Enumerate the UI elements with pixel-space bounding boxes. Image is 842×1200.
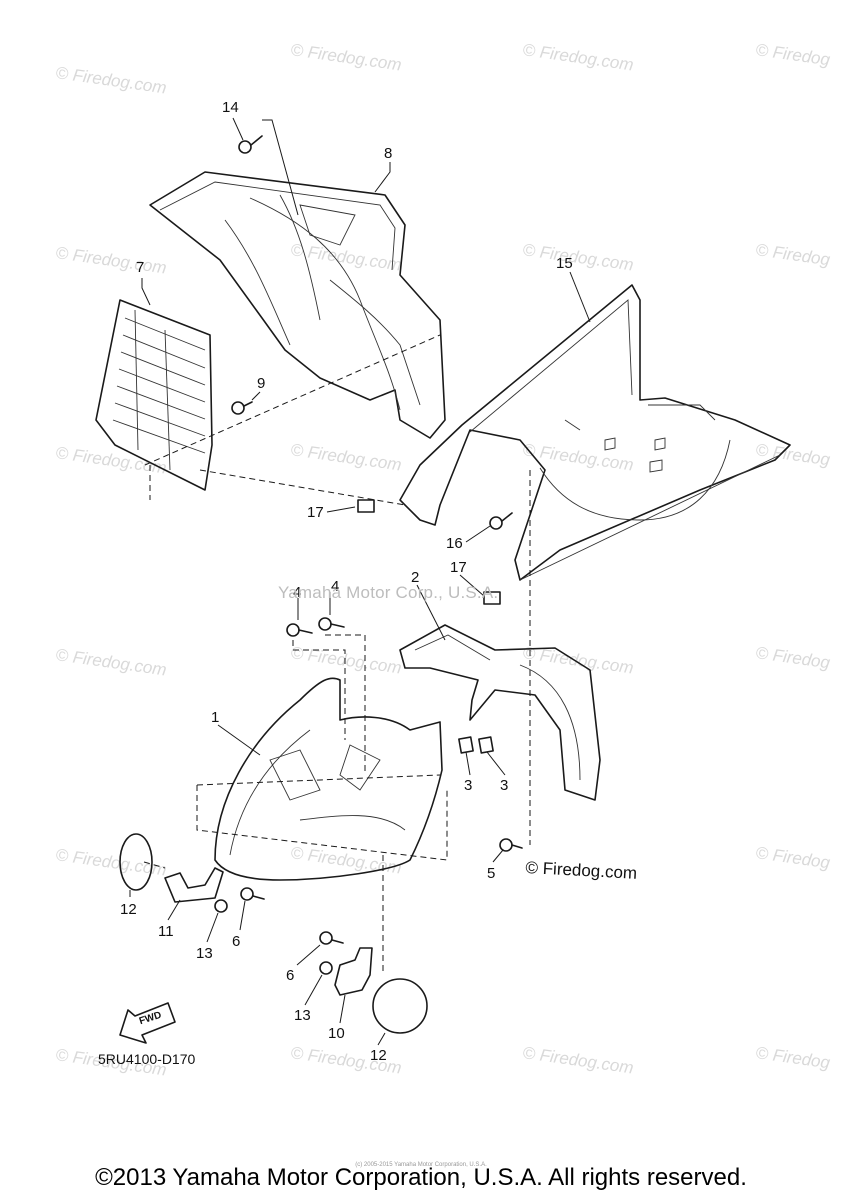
callout-7: 7 [136,259,144,276]
callout-6: 6 [286,967,294,984]
watermark: © Firedog [754,643,831,672]
callout-3: 3 [464,777,472,794]
watermark: © Firedog [754,843,831,872]
callout-17: 17 [450,559,467,576]
callout-6: 6 [232,933,240,950]
part-16-bolt [489,512,513,530]
callout-13: 13 [294,1007,311,1024]
callout-5: 5 [487,865,495,882]
fine-print: (c) 2005-2015 Yamaha Motor Corporation, … [355,1162,487,1168]
part-17-clips [357,499,501,605]
watermark: © Firedog [754,40,831,69]
part-13-nuts [214,899,333,975]
watermark: © Firedog.com [289,40,402,74]
callout-2: 2 [411,569,419,586]
callout-17: 17 [307,504,324,521]
watermark: © Firedog.com [289,643,402,677]
callout-11: 11 [158,923,174,940]
callout-3: 3 [500,777,508,794]
watermark: © Firedog.com [521,40,634,74]
callout-13: 13 [196,945,213,962]
watermark: © Firedog.com [54,63,167,97]
callout-1: 1 [211,709,219,726]
callout-4: 4 [331,578,339,595]
part-1-front-fender [214,677,443,881]
watermark: © Firedog [754,1043,831,1072]
assembly-lines [143,334,531,975]
diagram-code: 5RU4100-D170 [98,1051,196,1067]
watermark: © Firedog.com [54,243,167,277]
callout-9: 9 [257,375,265,392]
part-10-bracket [334,947,373,996]
center-watermark: Yamaha Motor Corp., U.S.A. [278,583,499,602]
callout-15: 15 [556,255,573,272]
watermark: © Firedog [754,240,831,269]
part-8-front-cowl [149,171,446,439]
watermark: © Firedog.com [289,240,402,274]
part-5-bolt [499,838,523,852]
watermark: © Firedog.com [54,645,167,679]
watermark: © Firedog [754,440,831,469]
callout-labels: 14 8 7 9 15 17 16 17 2 4 4 1 3 3 5 12 11… [120,99,573,1064]
part-4-bolts [286,617,345,637]
fwd-arrow-icon [119,1002,176,1044]
watermark: © Firedog.com [521,440,634,474]
part-6-bolts [240,887,344,945]
watermark: © Firedog.com [289,440,402,474]
watermark: © Firedog.com [54,443,167,477]
part-2-inner-fender [399,624,601,801]
part-7-grille [95,299,213,491]
part-9-bolt [231,401,253,415]
callout-12: 12 [120,901,137,918]
watermark: © Firedog.com [521,1043,634,1077]
leader-lines [129,117,591,1046]
part-12-reflectors [119,833,428,1034]
callout-10: 10 [328,1025,345,1042]
callout-4: 4 [293,584,301,601]
part-15-inner-panel [399,284,791,581]
watermark: © Firedog.com [521,240,634,274]
callout-14: 14 [222,99,239,116]
callout-8: 8 [384,145,392,162]
part-3-clips [458,736,494,754]
part-14-bolt [238,135,263,154]
callout-12: 12 [370,1047,387,1064]
copyright-notice: ©2013 Yamaha Motor Corporation, U.S.A. A… [95,1164,747,1191]
part-11-bracket [164,867,224,903]
callout-16: 16 [446,535,463,552]
